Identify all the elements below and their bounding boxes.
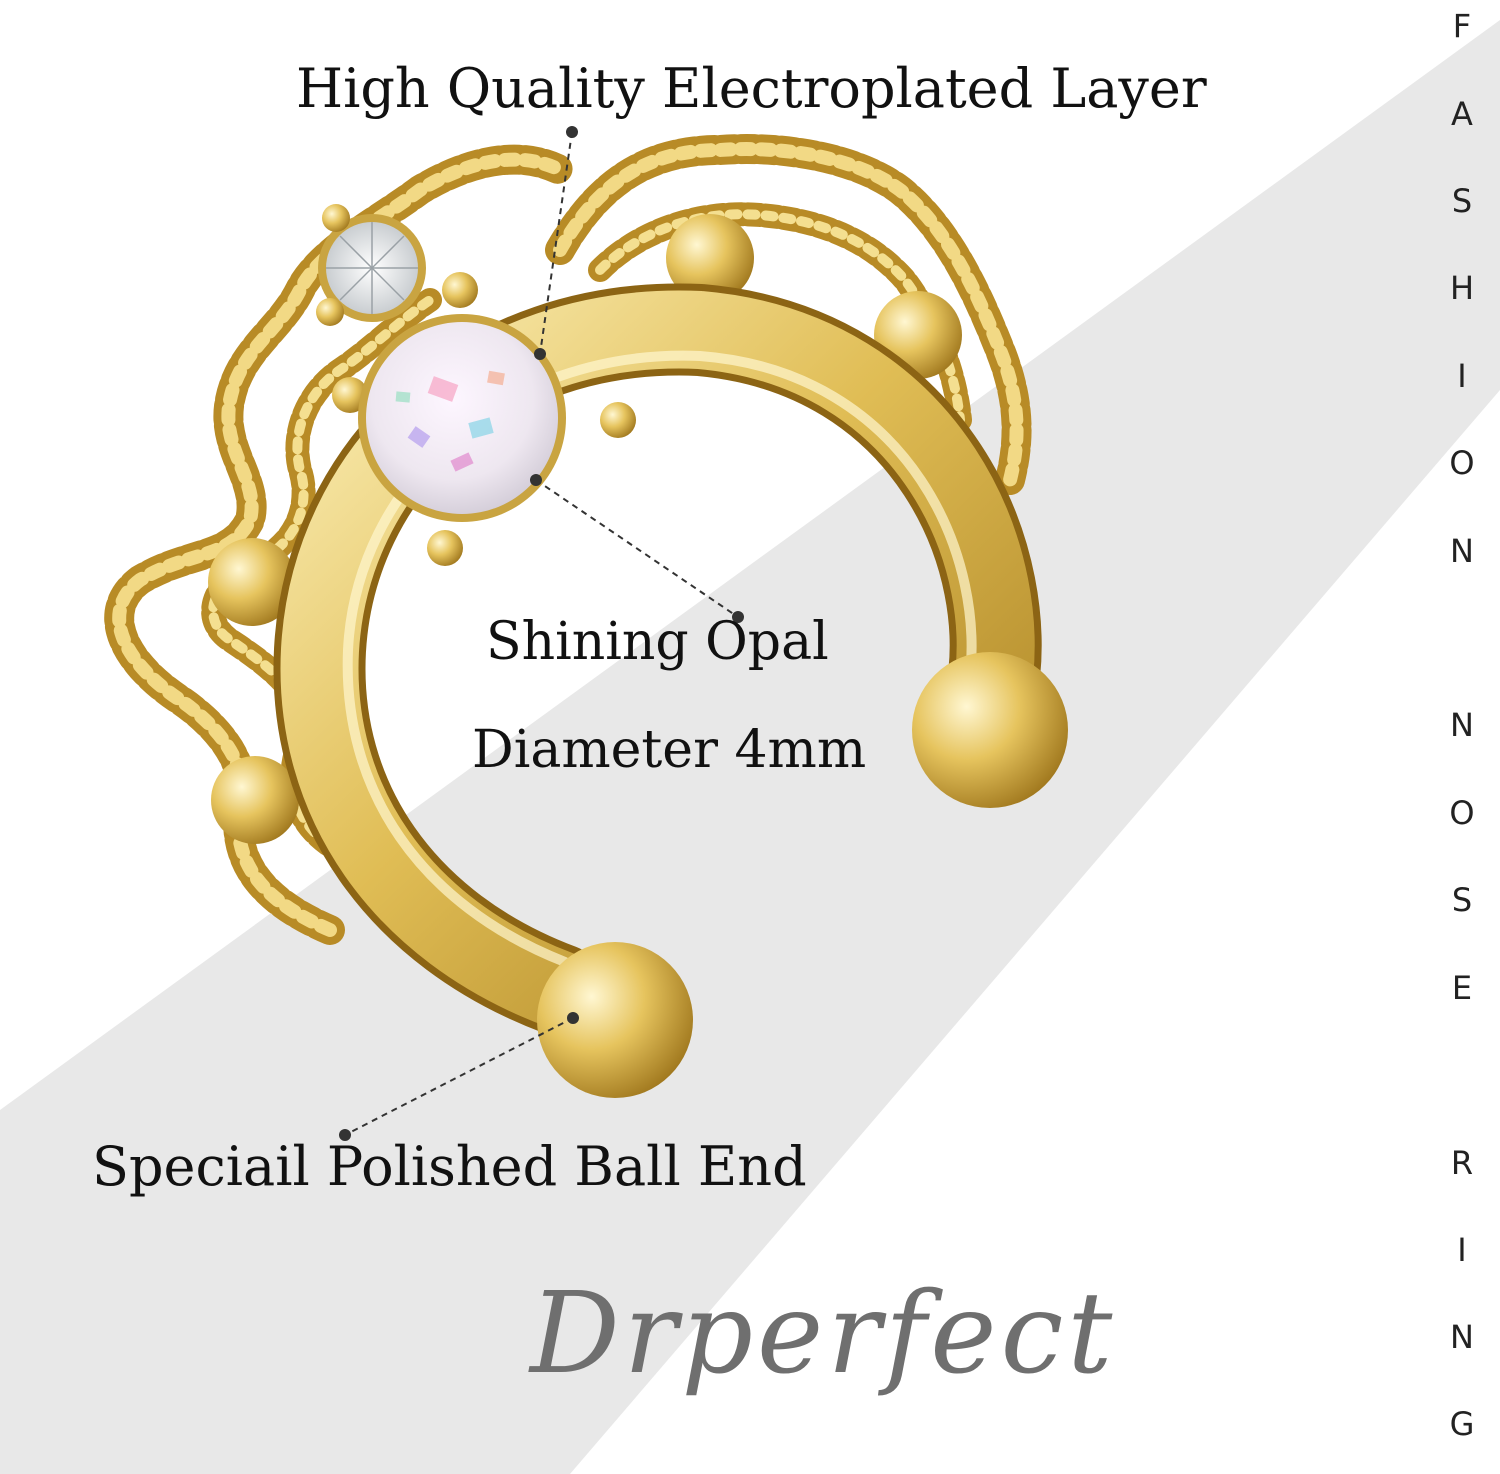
vertical-tagline: F A S H I O N N O S E R I N G <box>1440 0 1484 1474</box>
tagline-letter: G <box>1449 1405 1475 1443</box>
tagline-letter: N <box>1450 532 1474 570</box>
tagline-letter: F <box>1452 7 1472 45</box>
opal-diameter-label: Diameter 4mm <box>472 720 867 780</box>
callout-dots <box>339 126 744 1141</box>
background-band <box>0 20 1500 1474</box>
tagline-letter: E <box>1451 969 1473 1007</box>
brand-logo: Drperfect <box>530 1269 1117 1399</box>
tagline-letter: H <box>1449 269 1475 307</box>
shining-opal-label: Shining Opal <box>486 612 829 672</box>
tagline-letter: S <box>1451 182 1473 220</box>
tagline-letter: R <box>1450 1144 1474 1182</box>
tagline-letter: O <box>1449 444 1475 482</box>
tagline-letter: A <box>1451 95 1473 133</box>
electroplated-layer-label: High Quality Electroplated Layer <box>296 57 1207 120</box>
tagline-letter: I <box>1457 1231 1467 1269</box>
tagline-letter: N <box>1450 1318 1474 1356</box>
crystal-gem <box>316 204 426 326</box>
callout-lines <box>344 131 739 1136</box>
ball-end-bottom <box>537 942 693 1098</box>
tagline-letter: O <box>1449 794 1475 832</box>
tagline-letter: I <box>1457 357 1467 395</box>
tagline-letter: N <box>1450 706 1474 744</box>
ball-end-right <box>912 652 1068 808</box>
filigree-beads <box>208 214 962 844</box>
ball-end-label: Speciail Polished Ball End <box>92 1135 807 1198</box>
tagline-letter: S <box>1451 881 1473 919</box>
opal-stone <box>332 272 636 566</box>
